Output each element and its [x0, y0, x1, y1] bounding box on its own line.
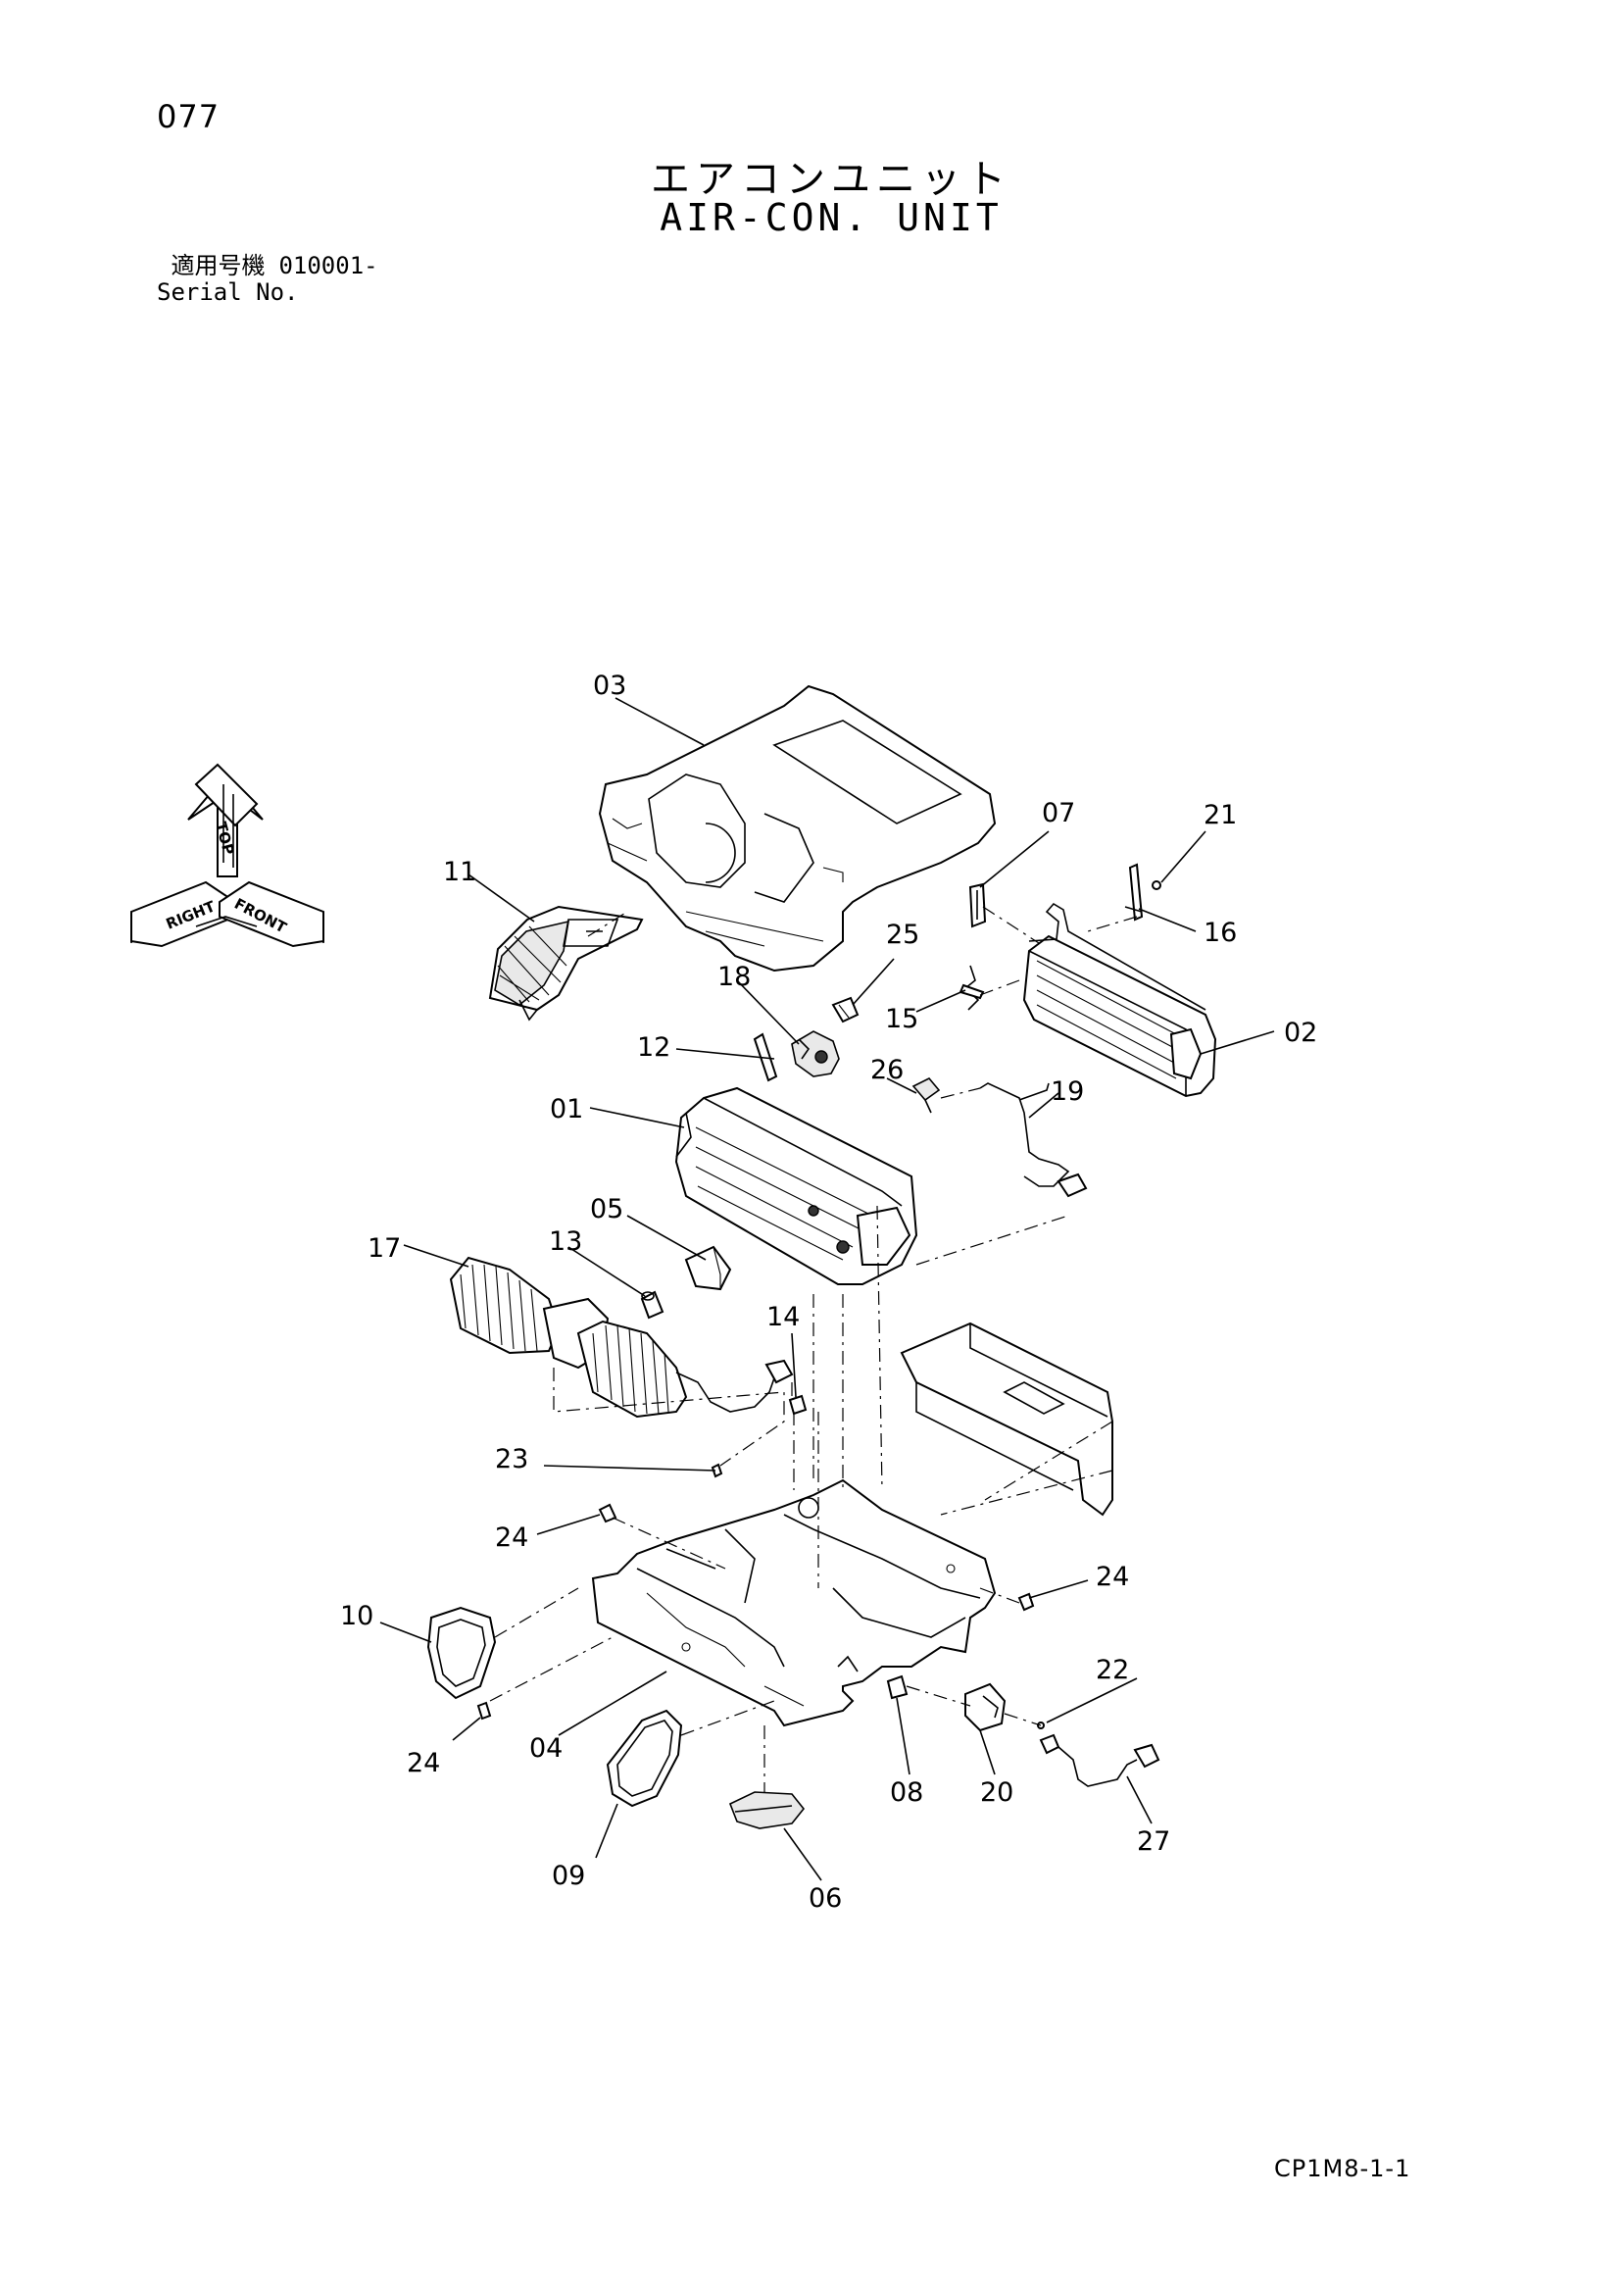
callout-24-bottom: 24	[407, 1748, 440, 1778]
callout-15: 15	[885, 1004, 918, 1034]
title-japanese: エアコンユニット	[651, 157, 1011, 202]
callout-24-right: 24	[1096, 1562, 1129, 1592]
callout-21: 21	[1204, 800, 1237, 830]
part-11-filter	[488, 905, 644, 1022]
callout-01: 01	[550, 1094, 583, 1124]
part-25-clip	[831, 996, 860, 1023]
part-02-heater-core	[1022, 902, 1217, 1098]
callout-labels: 03 11 07 21 16 25 18 15 02 12 26 19 01 0…	[340, 671, 1317, 1914]
callout-08: 08	[890, 1777, 923, 1808]
callout-14: 14	[766, 1302, 800, 1332]
callout-18: 18	[717, 962, 751, 992]
part-21-screw	[1152, 880, 1161, 890]
serial-info: 適用号機 010001- Serial No.	[157, 253, 392, 306]
callout-27: 27	[1137, 1826, 1170, 1857]
callout-11: 11	[443, 857, 476, 887]
duct-assembly	[900, 1322, 1113, 1517]
part-26-sensor	[911, 1077, 941, 1114]
callout-22: 22	[1096, 1655, 1129, 1685]
drawing-code: CP1M8-1-1	[1274, 2155, 1411, 2182]
callout-19: 19	[1051, 1076, 1084, 1107]
callout-09: 09	[552, 1861, 585, 1891]
part-08-block	[886, 1674, 909, 1700]
page-number: 077	[157, 98, 221, 135]
title-english: AIR-CON. UNIT	[660, 196, 1003, 239]
callout-16: 16	[1204, 918, 1237, 948]
part-07-bracket	[968, 882, 987, 928]
part-05-pad	[684, 1245, 732, 1291]
callout-06: 06	[809, 1883, 842, 1914]
callout-20: 20	[980, 1777, 1013, 1808]
callout-26: 26	[870, 1055, 904, 1085]
part-01-evaporator	[674, 1086, 918, 1285]
part-09-gasket	[606, 1709, 683, 1808]
serial-label-en: Serial No.	[157, 278, 299, 306]
callout-24-left: 24	[495, 1522, 528, 1553]
part-18-actuator	[791, 1030, 840, 1077]
callout-23: 23	[495, 1444, 528, 1474]
part-03-upper-case	[598, 684, 997, 973]
part-17-blower	[449, 1256, 794, 1419]
callout-07: 07	[1042, 798, 1075, 828]
part-13-bushing	[640, 1290, 664, 1320]
assembly-lines	[489, 906, 1138, 1792]
callout-12: 12	[637, 1032, 670, 1063]
leader-lines	[379, 697, 1275, 1881]
part-27-harness	[1039, 1733, 1160, 1787]
part-19-harness	[979, 1082, 1088, 1198]
serial-label-jp: 適用号機	[171, 252, 266, 279]
part-23-screw	[711, 1463, 723, 1478]
part-04-lower-case	[591, 1478, 997, 1727]
part-16-clip	[1124, 863, 1144, 922]
callout-17: 17	[368, 1233, 401, 1264]
part-24-screw-b	[1017, 1592, 1035, 1612]
callout-02: 02	[1284, 1018, 1317, 1048]
part-20-relay	[964, 1682, 1007, 1732]
callout-05: 05	[590, 1194, 623, 1224]
part-06-cover	[728, 1791, 806, 1829]
part-10-gasket	[426, 1606, 497, 1700]
serial-value: 010001-	[278, 252, 378, 279]
callout-04: 04	[529, 1733, 563, 1764]
callout-13: 13	[549, 1226, 582, 1257]
callout-25: 25	[886, 920, 919, 950]
serial-row-jp: 適用号機 010001-	[157, 253, 392, 279]
part-24-screw-c	[476, 1701, 492, 1721]
part-24-screw-a	[598, 1503, 617, 1523]
part-15-clamp	[959, 965, 985, 1011]
callout-03: 03	[593, 671, 626, 701]
part-14-screw	[788, 1394, 808, 1416]
callout-10: 10	[340, 1601, 373, 1631]
orientation-indicator: TOP RIGHT FRONT	[130, 763, 324, 948]
